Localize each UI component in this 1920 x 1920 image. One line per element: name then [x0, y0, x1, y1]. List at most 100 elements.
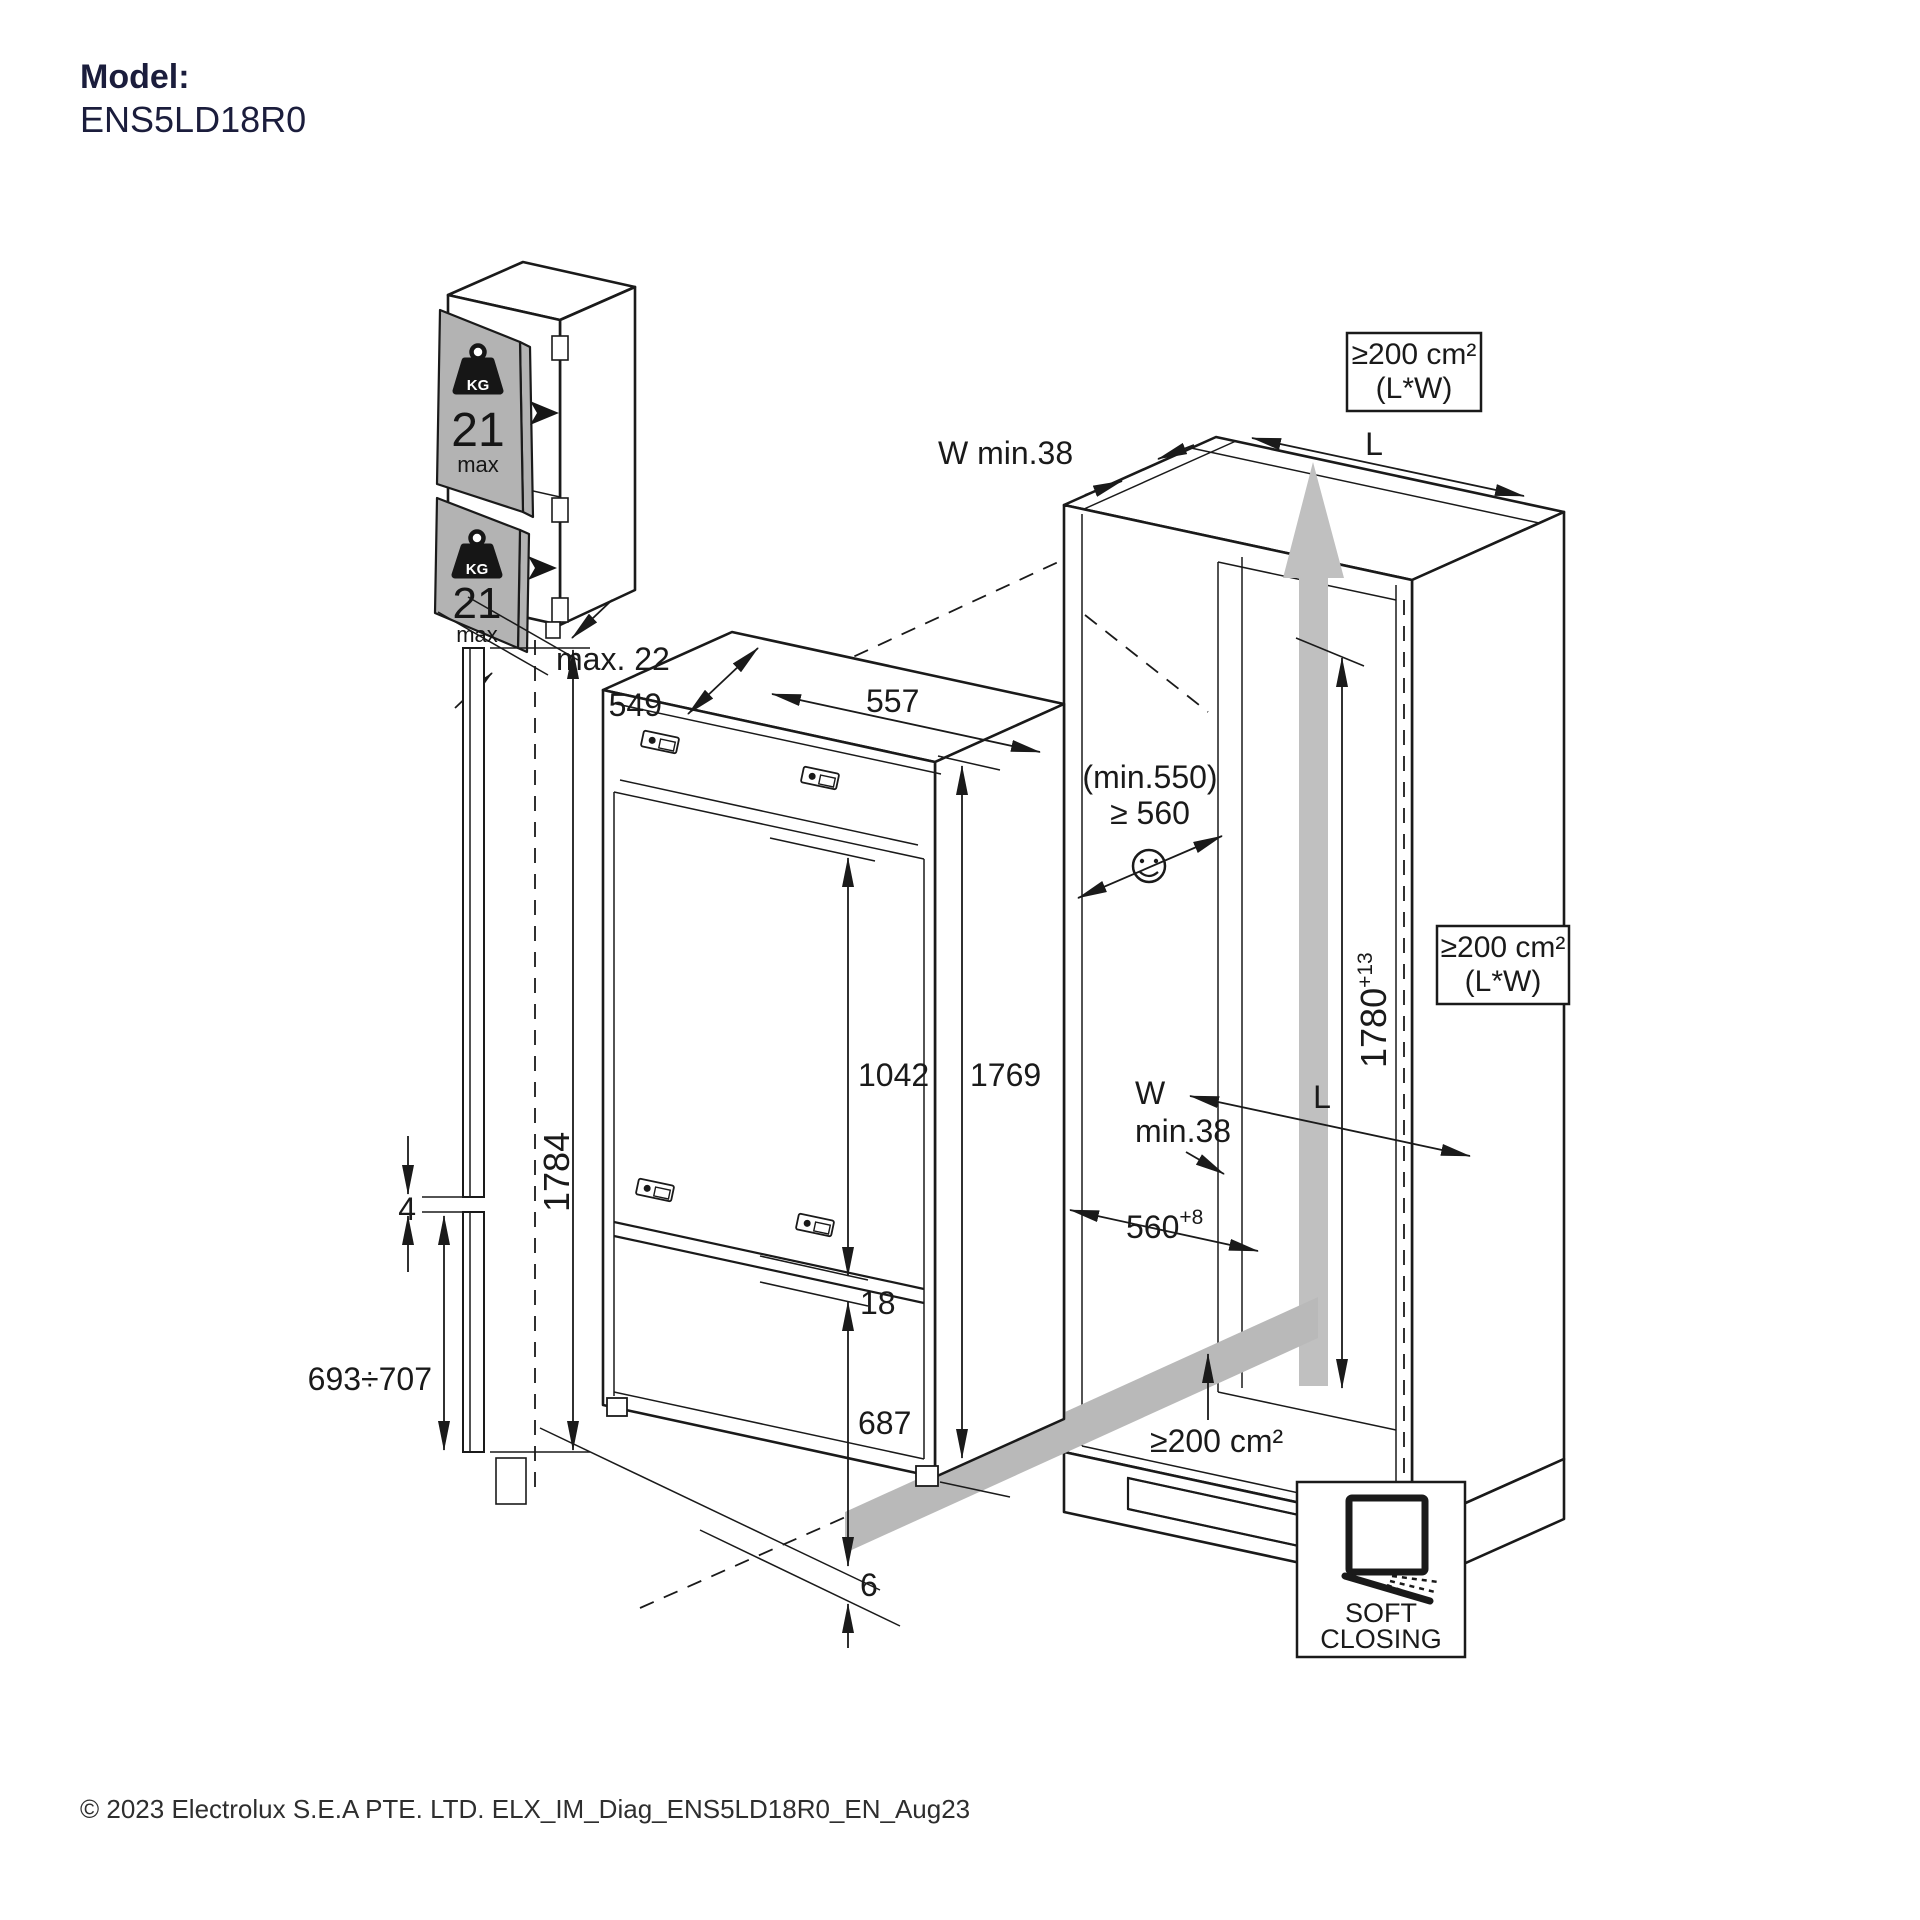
depth-double-arrow — [1077, 835, 1223, 899]
soft-closing-pivot-dot — [1380, 1577, 1386, 1583]
soft-closing-label-2: CLOSING — [1320, 1624, 1442, 1654]
top-length-dim-line — [1251, 437, 1525, 497]
panel-weight-diagram: KG 21 max KG 21 max max. 22 — [433, 260, 670, 709]
smiley-icon — [1131, 848, 1167, 884]
smiley-eye-right — [1153, 858, 1159, 864]
ext-fridge-top — [937, 755, 1001, 771]
width-dim-line — [771, 693, 1041, 753]
mini-fridge-side — [558, 285, 637, 627]
clearance-label: 6 — [860, 1567, 878, 1603]
plinth-side — [495, 1457, 527, 1505]
mini-hinge-3 — [551, 597, 569, 623]
door-top-edge — [613, 791, 925, 860]
door-side-view: 4 693÷707 1784 — [308, 647, 590, 1505]
airflow-band — [845, 1297, 1318, 1553]
niche-drawing — [845, 435, 1566, 1589]
depth-label: 549 — [609, 687, 662, 723]
niche-annotations: W min.38 L (min.550) ≥ 560 1780+13 W min… — [938, 331, 1571, 1459]
interior-width-label: 560+8 — [1126, 1206, 1203, 1245]
bottom-vent-label: ≥200 cm² — [1150, 1423, 1284, 1459]
mini-hinge-1 — [551, 335, 569, 361]
gap-label: 4 — [398, 1191, 416, 1227]
mount-arrow-lower-icon — [528, 556, 557, 580]
appliance-dimensions: 549 557 1042 18 687 6 1769 — [539, 647, 1041, 1648]
upper-panel-face — [435, 308, 525, 514]
lower-panel-weight: 21 — [453, 579, 502, 628]
ext-door-bottom — [539, 1427, 881, 1591]
ext-split-top — [759, 1255, 869, 1281]
upper-panel-max: max — [457, 452, 499, 477]
bottom-length-label: L — [1313, 1079, 1331, 1115]
kg-icon-body — [452, 357, 504, 395]
top-vent-box-frame — [1345, 331, 1483, 413]
kg-icon-label: KG — [467, 377, 490, 394]
door-split-lower — [613, 1234, 925, 1305]
smiley-eye-left — [1139, 858, 1145, 864]
kg-icon-body-2 — [451, 543, 503, 579]
niche-floor-back — [1217, 1391, 1397, 1431]
top-vent-area-box: ≥200 cm² (L*W) — [1345, 331, 1483, 413]
soft-closing-badge: SOFT CLOSING — [1295, 1480, 1467, 1659]
soft-closing-motion-3 — [1386, 1583, 1431, 1603]
top-vent-line2: (L*W) — [1376, 372, 1453, 405]
upper-door-label: 1042 — [858, 1057, 929, 1093]
niche-left-wall-strip — [1083, 440, 1237, 510]
interior-width-sup: +8 — [1179, 1206, 1203, 1229]
niche-height-label: 1780+13 — [1353, 952, 1394, 1068]
ext-floor — [699, 1529, 901, 1627]
interior-width-main: 560 — [1126, 1209, 1179, 1245]
airflow-up-arrow — [1283, 462, 1344, 1386]
top-length-label: L — [1365, 426, 1383, 462]
bottom-length-dim-line — [1189, 1095, 1471, 1157]
offset-ext-line-2 — [467, 596, 579, 661]
ext-fridge-bottom — [939, 1481, 1011, 1498]
door-rail-line — [619, 779, 919, 846]
depth-min-label: (min.550) — [1082, 759, 1217, 795]
ext-niche-top — [1295, 637, 1365, 667]
side-vent-area-box: ≥200 cm² (L*W) — [1435, 924, 1571, 1006]
depth-dim-line — [687, 647, 759, 715]
side-vent-line2: (L*W) — [1465, 965, 1542, 998]
dashed-niche-interior — [1084, 614, 1209, 713]
offset-ext-line-1 — [437, 611, 549, 676]
upper-door-panel: KG 21 max — [435, 308, 535, 519]
door-gap-label: 18 — [860, 1285, 896, 1321]
width-label: 557 — [866, 683, 919, 719]
soft-closing-motion-1 — [1391, 1574, 1439, 1584]
lower-wall-width-label-2: min.38 — [1135, 1113, 1231, 1149]
lower-door-side — [462, 1211, 485, 1453]
niche-height-sup: +13 — [1354, 952, 1377, 988]
mini-hinge-2 — [551, 497, 569, 523]
interior-width-dim-line — [1069, 1209, 1259, 1252]
offset-arrow-2 — [571, 599, 613, 639]
fridge-foot-right — [915, 1465, 939, 1487]
lower-panel-height-label: 693÷707 — [308, 1361, 432, 1397]
lower-door-label: 687 — [858, 1405, 911, 1441]
model-label: Model: — [80, 58, 190, 96]
mini-foot-2 — [545, 621, 561, 639]
soft-closing-door-icon — [1345, 1494, 1429, 1576]
depth-recommended-label: ≥ 560 — [1110, 795, 1190, 831]
kg-icon-handle — [469, 343, 487, 361]
copyright-text: © 2023 Electrolux S.E.A PTE. LTD. ELX_IM… — [80, 1794, 970, 1824]
top-vent-line1: ≥200 cm² — [1352, 338, 1477, 371]
ext-door-top — [769, 837, 876, 862]
side-vent-box-frame — [1435, 924, 1571, 1006]
model-number: ENS5LD18R0 — [80, 99, 306, 140]
door-bottom-edge — [613, 1391, 925, 1460]
soft-closing-motion-2 — [1389, 1579, 1436, 1594]
kg-icon-handle-2 — [468, 529, 486, 547]
top-wall-arrow-2 — [1157, 442, 1195, 460]
smiley-face — [1131, 848, 1167, 884]
total-height-label: 1784 — [536, 1132, 577, 1212]
kg-icon-label-2: KG — [466, 561, 489, 578]
upper-door-side — [462, 647, 485, 1198]
fridge-height-label: 1769 — [970, 1057, 1041, 1093]
top-wall-width-label: W min.38 — [938, 435, 1073, 471]
fridge-foot-left — [606, 1397, 628, 1417]
side-vent-line1: ≥200 cm² — [1441, 931, 1566, 964]
top-wall-arrow-1 — [1084, 480, 1123, 497]
upper-panel-weight: 21 — [451, 404, 504, 457]
